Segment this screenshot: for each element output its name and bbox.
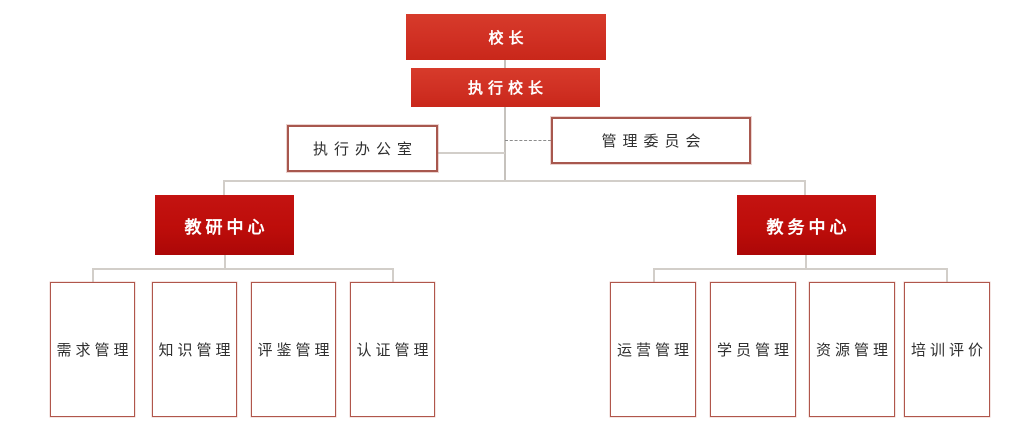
node-student-management-label: 学员管理 [716,341,793,359]
node-principal-label: 校长 [488,28,529,47]
branch-line-left-children [92,268,393,270]
node-operations-management-label: 运营管理 [616,341,693,359]
branch-stub-right-center [804,180,806,196]
node-training-evaluation-label: 培训评价 [910,341,987,359]
connector-executive-trunk [504,107,506,181]
branch-line-main [223,180,805,182]
node-center-academic: 教务中心 [737,195,876,255]
node-center-research-label: 教研中心 [184,217,269,238]
node-evaluation-management: 评鉴管理 [251,282,336,417]
node-operations-management: 运营管理 [610,282,696,417]
connector-office-trunk [438,152,505,154]
node-management-committee: 管理委员会 [551,117,751,164]
branch-line-right-children [653,268,947,270]
node-certification-management-label: 认证管理 [356,341,433,359]
node-certification-management: 认证管理 [350,282,435,417]
node-executive-office-label: 执行办公室 [312,140,418,158]
branch-stub-left-center [223,180,225,196]
stub-center-right-down [805,255,807,268]
node-knowledge-management-label: 知识管理 [158,341,235,359]
node-demand-management: 需求管理 [50,282,135,417]
node-center-academic-label: 教务中心 [766,217,851,238]
node-center-research: 教研中心 [155,195,294,255]
node-evaluation-management-label: 评鉴管理 [257,341,334,359]
stub-center-left-down [224,255,226,268]
node-training-evaluation: 培训评价 [904,282,990,417]
node-executive-office: 执行办公室 [287,125,438,172]
connector-committee-dashed [505,140,551,141]
stub-right-child-4 [946,268,948,282]
node-resource-management-label: 资源管理 [815,341,892,359]
node-student-management: 学员管理 [710,282,796,417]
node-principal: 校长 [406,14,606,60]
node-resource-management: 资源管理 [809,282,895,417]
stub-left-child-1 [92,268,94,282]
node-demand-management-label: 需求管理 [56,341,133,359]
node-knowledge-management: 知识管理 [152,282,237,417]
connector-root-executive [504,60,506,69]
node-executive-principal-label: 执行校长 [467,79,548,97]
node-executive-principal: 执行校长 [411,68,600,107]
node-management-committee-label: 管理委员会 [601,132,707,150]
stub-left-child-4 [392,268,394,282]
stub-right-child-1 [653,268,655,282]
